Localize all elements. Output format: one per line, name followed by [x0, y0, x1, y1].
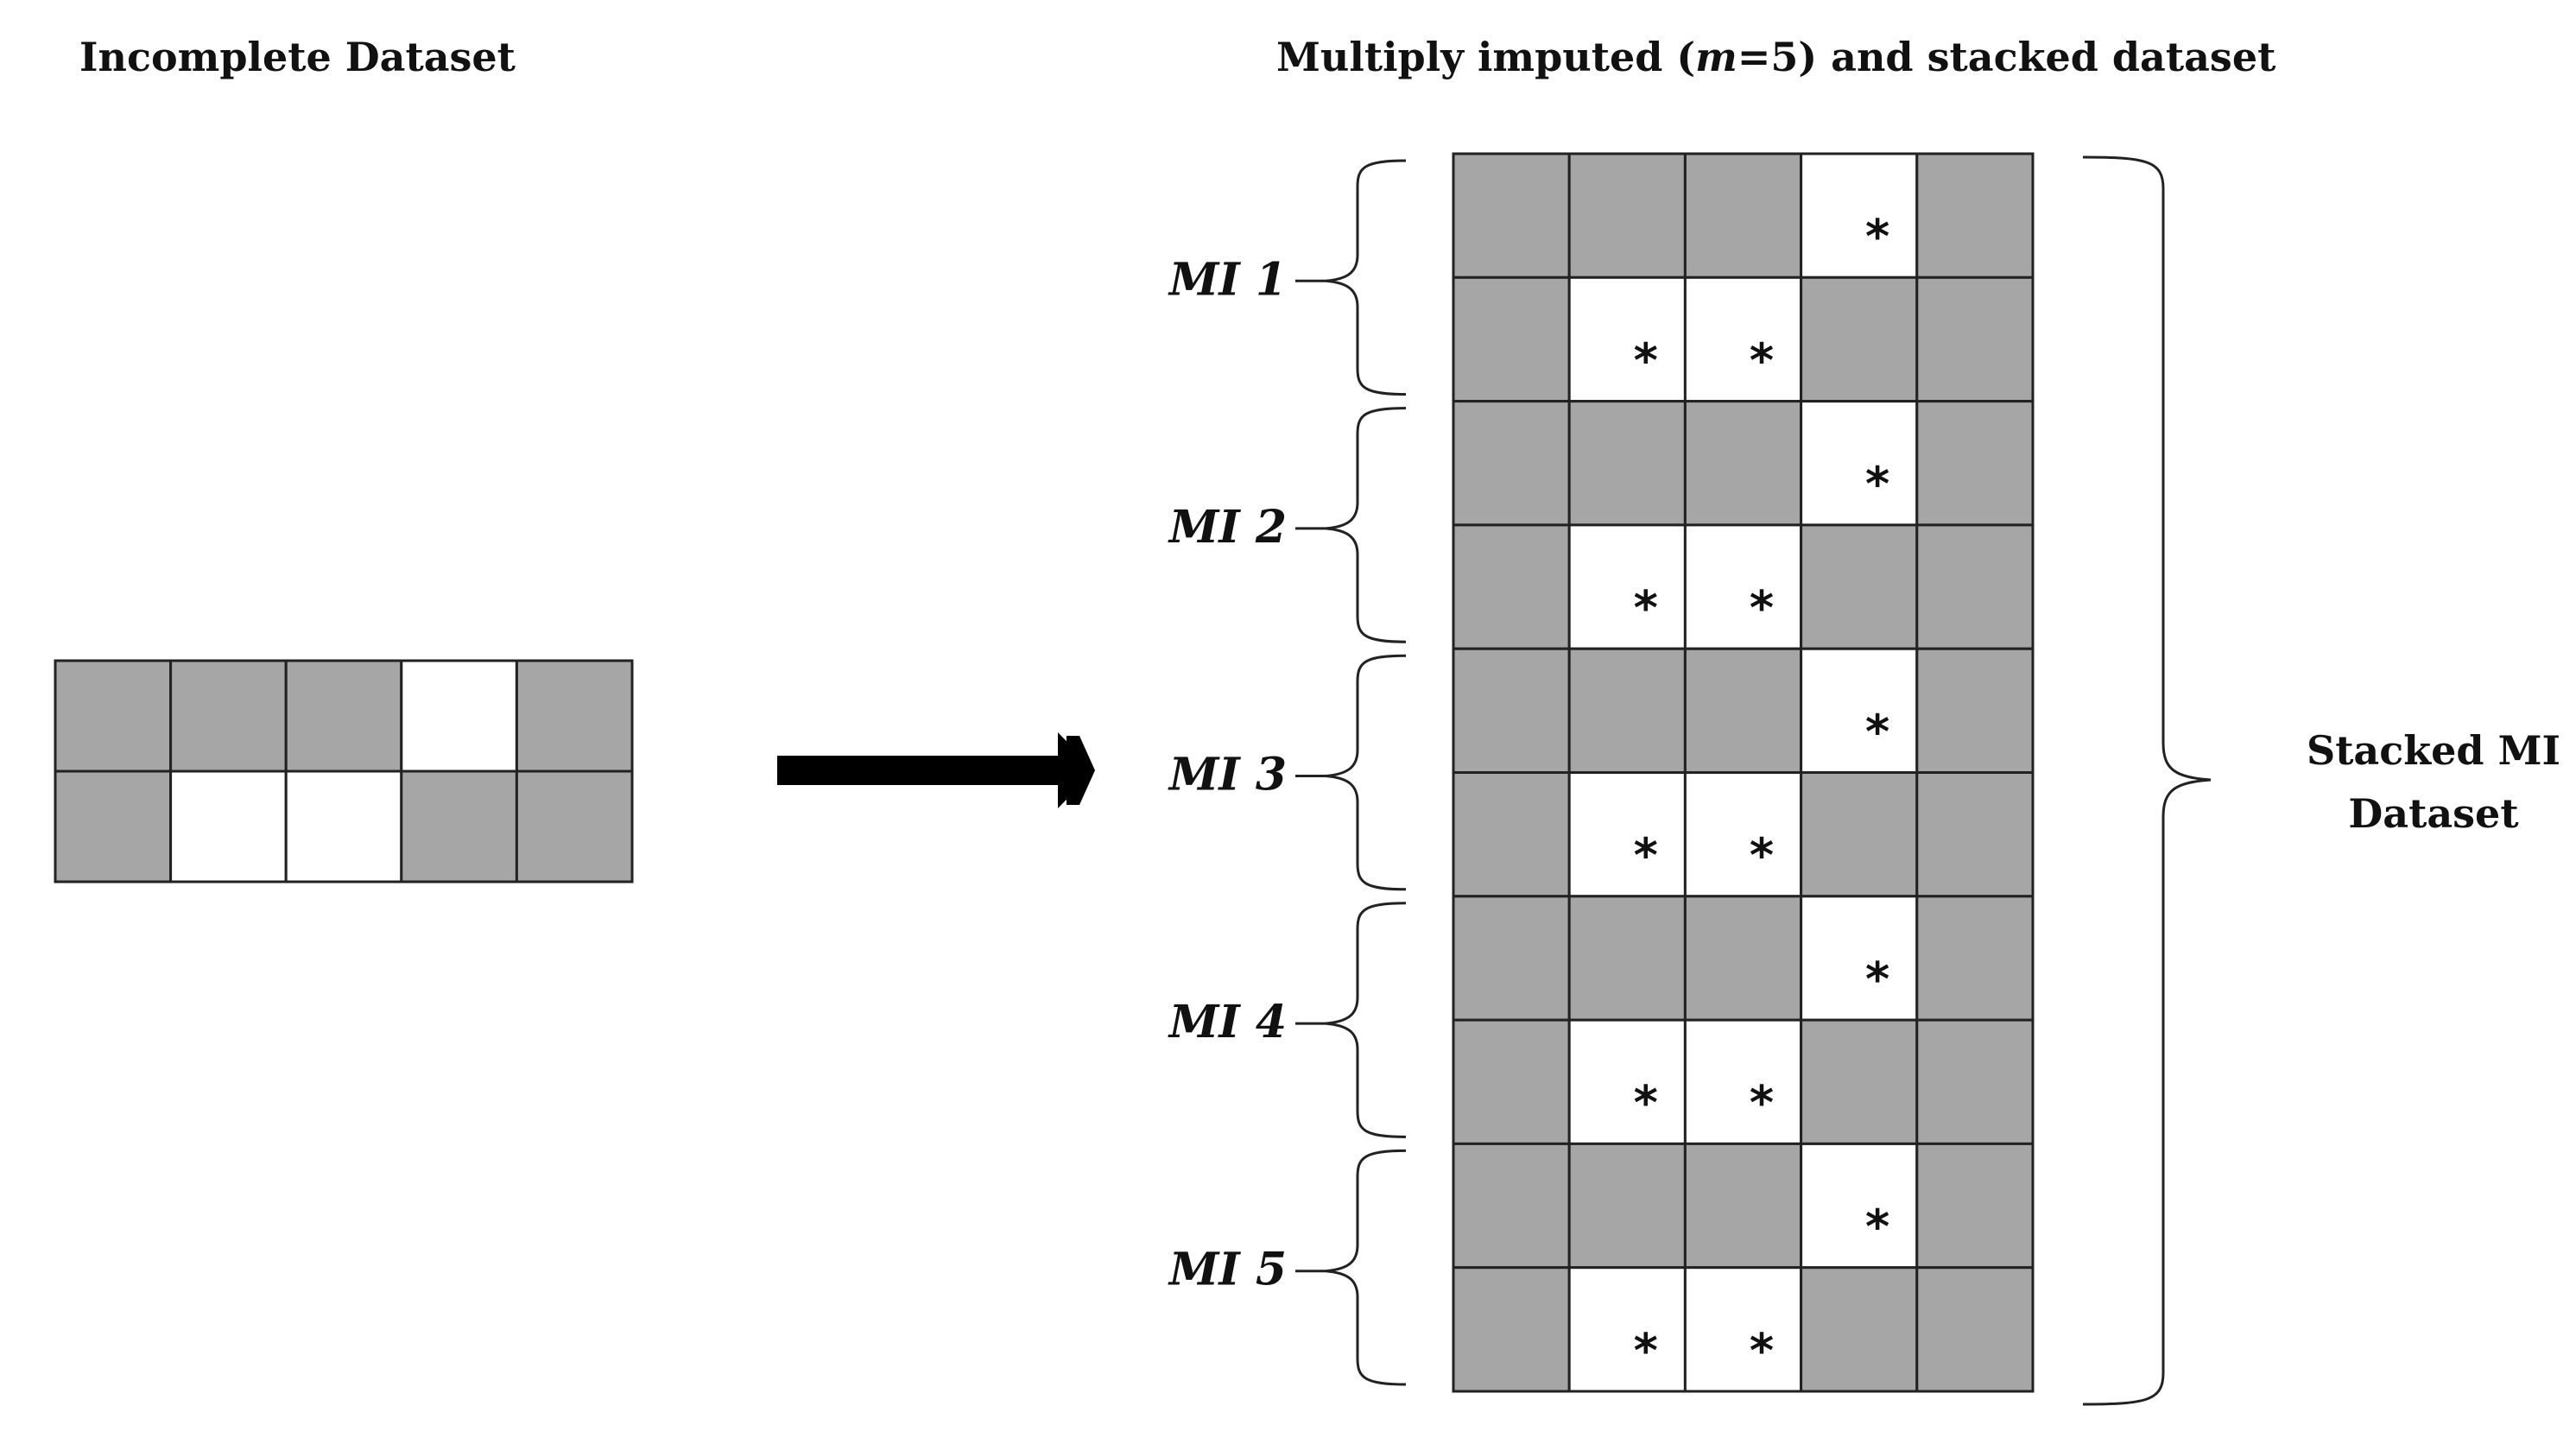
imputed-cell: [1800, 400, 1919, 527]
imputed-cell: [1683, 523, 1803, 650]
observed-cell: [1915, 895, 2035, 1022]
imputed-marker: *: [1750, 828, 1774, 883]
imputed-marker: *: [1750, 1323, 1774, 1378]
mi-brace: [1325, 159, 1407, 396]
imputed-cell: [1683, 276, 1803, 403]
stacked-dataset-label-line2: Dataset: [2348, 790, 2519, 837]
missing-cell: [400, 659, 518, 773]
observed-cell: [1567, 1142, 1687, 1270]
observed-cell: [1800, 771, 1919, 898]
imputed-marker: *: [1865, 705, 1889, 759]
observed-cell: [1800, 1266, 1919, 1393]
observed-cell: [1683, 647, 1803, 775]
imputed-cell: [1567, 276, 1687, 403]
observed-cell: [1567, 400, 1687, 527]
imputed-marker: *: [1750, 333, 1774, 388]
imputed-cell: [1800, 1142, 1919, 1270]
observed-cell: [1452, 647, 1571, 775]
imputed-marker: *: [1865, 457, 1889, 511]
mi-label: MI 3: [1168, 749, 1287, 801]
stacked-mi-grid: * * * * * * * * * * * * * * *: [1452, 152, 2035, 1393]
observed-cell: [1452, 1266, 1571, 1393]
observed-cell: [54, 770, 173, 884]
observed-cell: [1683, 152, 1803, 279]
mi-label: MI 1: [1168, 253, 1287, 306]
imputed-cell: [1683, 1266, 1803, 1393]
observed-cell: [400, 770, 518, 884]
mi-label: MI 4: [1168, 996, 1287, 1048]
observed-cell: [1800, 276, 1919, 403]
observed-cell: [1915, 647, 2035, 775]
imputed-cell: [1567, 523, 1687, 650]
mi-label: MI 5: [1168, 1244, 1287, 1296]
observed-cell: [1915, 1266, 2035, 1393]
observed-cell: [1800, 523, 1919, 650]
imputed-marker: *: [1865, 210, 1889, 264]
observed-cell: [1452, 523, 1571, 650]
mi-brace: [1325, 654, 1407, 891]
observed-cell: [1915, 276, 2035, 403]
observed-cell: [1915, 523, 2035, 650]
mi-brace: [1325, 407, 1407, 643]
imputed-cell: [1683, 1018, 1803, 1145]
observed-cell: [1915, 1142, 2035, 1270]
observed-cell: [169, 659, 288, 773]
observed-cell: [1683, 1142, 1803, 1270]
imputed-marker: *: [1634, 333, 1658, 388]
imputed-marker: *: [1750, 1076, 1774, 1130]
observed-cell: [1567, 152, 1687, 279]
observed-cell: [1567, 647, 1687, 775]
arrow-icon: [777, 732, 1095, 808]
imputed-marker: *: [1865, 952, 1889, 1006]
observed-cell: [1452, 276, 1571, 403]
stacked-brace: [2082, 155, 2212, 1406]
observed-cell: [1452, 895, 1571, 1022]
imputed-cell: [1567, 1018, 1687, 1145]
mi-brace: [1325, 902, 1407, 1138]
observed-cell: [515, 659, 634, 773]
observed-cell: [1800, 1018, 1919, 1145]
imputed-marker: *: [1634, 828, 1658, 883]
imputed-cell: [1567, 771, 1687, 898]
observed-cell: [1452, 1142, 1571, 1270]
observed-cell: [284, 659, 403, 773]
imputed-marker: *: [1865, 1200, 1889, 1254]
imputed-marker: *: [1750, 581, 1774, 636]
imputed-cell: [1800, 647, 1919, 775]
stacked-dataset-label-line1: Stacked MI: [2307, 727, 2560, 774]
observed-cell: [1452, 152, 1571, 279]
imputed-marker: *: [1634, 581, 1658, 636]
imputed-marker: *: [1634, 1323, 1658, 1378]
incomplete-dataset-title: Incomplete Dataset: [79, 34, 516, 80]
observed-cell: [1683, 895, 1803, 1022]
observed-cell: [1915, 771, 2035, 898]
observed-cell: [1452, 771, 1571, 898]
imputed-stacked-title: Multiply imputed (m=5) and stacked datas…: [1276, 34, 2276, 80]
observed-cell: [515, 770, 634, 884]
observed-cell: [1683, 400, 1803, 527]
observed-cell: [1915, 400, 2035, 527]
observed-cell: [1452, 400, 1571, 527]
observed-cell: [1915, 1018, 2035, 1145]
imputed-cell: [1800, 895, 1919, 1022]
observed-cell: [1452, 1018, 1571, 1145]
observed-cell: [54, 659, 173, 773]
imputed-marker: *: [1634, 1076, 1658, 1130]
observed-cell: [1915, 152, 2035, 279]
incomplete-dataset-grid: [54, 659, 634, 884]
observed-cell: [1567, 895, 1687, 1022]
mi-group-labels: MI 1 MI 2 MI 3 MI 4 MI 5: [1168, 159, 1407, 1386]
missing-cell: [169, 770, 288, 884]
mi-label: MI 2: [1168, 501, 1287, 554]
missing-cell: [284, 770, 403, 884]
imputed-cell: [1800, 152, 1919, 279]
imputed-cell: [1683, 771, 1803, 898]
imputed-cell: [1567, 1266, 1687, 1393]
mi-brace: [1325, 1149, 1407, 1386]
